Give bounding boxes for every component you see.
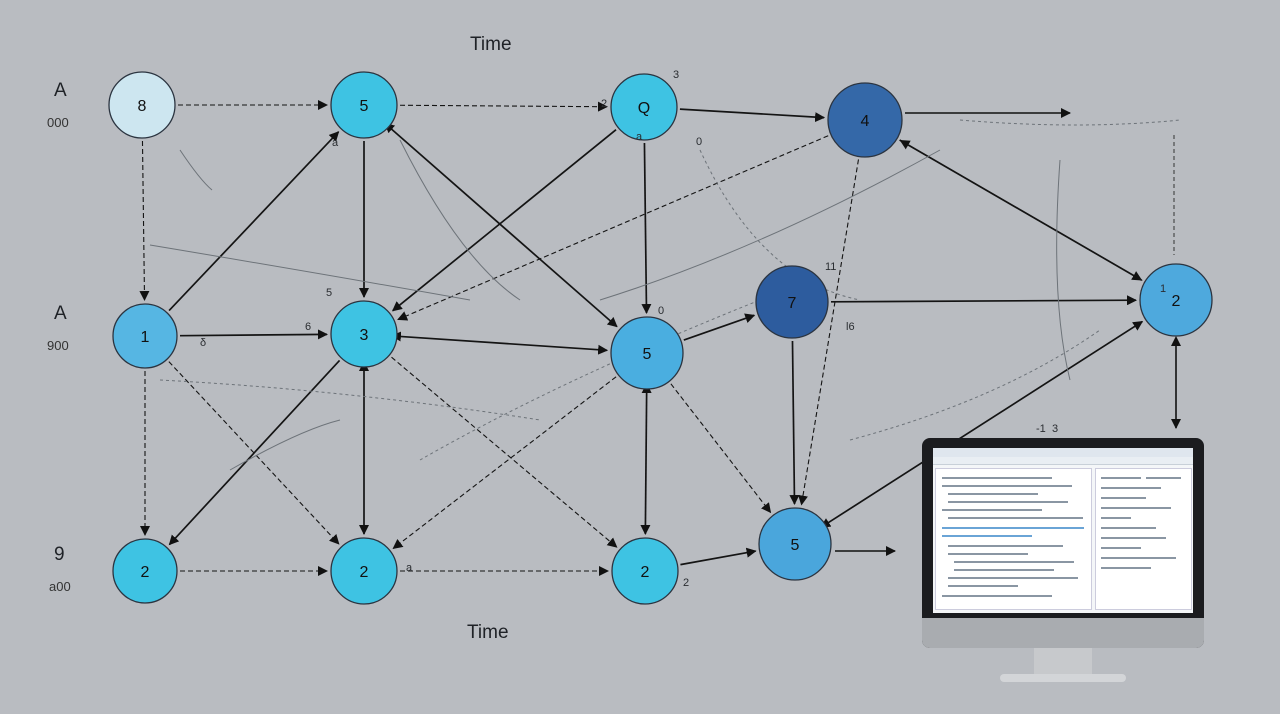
node-label: 7 — [788, 295, 797, 312]
node-nQ: Q — [611, 74, 677, 140]
annotation-text: 0 — [658, 305, 664, 317]
sketch-stroke — [150, 245, 470, 300]
row2-letter: A — [54, 303, 67, 325]
sketch-stroke — [400, 140, 520, 300]
monitor-stand — [1000, 674, 1126, 682]
node-label: 3 — [360, 327, 369, 344]
edge-n3-n2c — [392, 357, 617, 547]
node-label: 8 — [138, 98, 147, 115]
node-n3: 3 — [331, 301, 397, 367]
sketch-stroke — [1057, 160, 1070, 380]
sketch-stroke — [420, 300, 760, 460]
row2-number: 900 — [47, 338, 69, 353]
edge-n3-n5b — [400, 336, 607, 350]
node-n1: 1 — [113, 304, 177, 368]
annotation-text: 3 — [673, 69, 679, 81]
node-n8: 8 — [109, 72, 175, 138]
screen-side-panel — [1095, 468, 1192, 610]
annotation-text: 2 — [683, 577, 689, 589]
edge-n5a-nQ — [400, 105, 607, 106]
node-n2a: 2 — [113, 539, 177, 603]
computer-monitor — [922, 438, 1204, 683]
annotation-text: 1 — [1160, 283, 1166, 295]
edge-n2c-n5c — [680, 551, 755, 565]
node-label: 5 — [643, 346, 652, 363]
node-label: 5 — [360, 98, 369, 115]
edge-n5a-n5b — [391, 129, 617, 327]
edge-n5b-n2b — [393, 377, 616, 549]
node-n5b: 5 — [611, 317, 683, 389]
edge-nQ-n3 — [393, 130, 616, 311]
annotation-text: 5 — [326, 287, 332, 299]
node-n5c: 5 — [759, 508, 831, 580]
node-label: 5 — [791, 537, 800, 554]
annotation-text: a — [636, 131, 643, 143]
edge-n5b-n7 — [684, 315, 754, 340]
node-label: 1 — [141, 329, 150, 346]
monitor-screen — [933, 448, 1193, 613]
screen-code-pane — [935, 468, 1092, 610]
node-n5a: 5 — [331, 72, 397, 138]
edge-nQ-n5b — [644, 143, 646, 313]
edge-n5b-n2c — [645, 392, 646, 534]
screen-titlebar — [933, 448, 1193, 457]
row1-number: 000 — [47, 115, 69, 130]
edge-n1-n3 — [180, 334, 327, 335]
edge-n2r-n4 — [900, 141, 1142, 281]
annotation-text: 11 — [825, 261, 836, 273]
edge-n5b-n5c — [671, 384, 771, 513]
node-n7: 7 — [756, 266, 828, 338]
edge-n7-n2r — [831, 300, 1136, 302]
sketch-stroke — [960, 120, 1180, 125]
monitor-neck — [1034, 648, 1092, 676]
node-label: 4 — [861, 113, 870, 130]
bottom-axis-title: Time — [467, 622, 509, 644]
node-label: 2 — [141, 564, 150, 581]
annotation-text: 3 — [1052, 423, 1058, 435]
sketch-stroke — [180, 150, 212, 190]
sketch-stroke — [850, 330, 1100, 440]
annotation-text: 2 — [601, 98, 607, 110]
edge-nQ-n4 — [680, 109, 824, 117]
annotation-text: 0 — [696, 136, 702, 148]
annotation-text: l6 — [846, 321, 855, 333]
annotation-text: a — [332, 137, 339, 149]
screen-toolbar — [933, 457, 1193, 465]
edge-n8-n1 — [142, 141, 144, 300]
monitor-chin — [922, 618, 1204, 648]
row3-number: a00 — [49, 579, 71, 594]
node-n2b: 2 — [331, 538, 397, 604]
node-label: 2 — [360, 564, 369, 581]
node-n2c: 2 — [612, 538, 678, 604]
row1-letter: A — [54, 80, 67, 102]
node-label: 2 — [641, 564, 650, 581]
node-label: 2 — [1172, 293, 1181, 310]
node-n2r: 2 — [1140, 264, 1212, 336]
node-n4: 4 — [828, 83, 902, 157]
annotation-text: 6 — [305, 321, 311, 333]
row3-letter: 9 — [54, 544, 65, 566]
annotation-text: δ — [200, 337, 206, 349]
edge-n1-n5a — [169, 132, 338, 311]
top-axis-title: Time — [470, 34, 512, 56]
annotation-text: a — [406, 562, 413, 574]
annotation-text: -1 — [1036, 423, 1046, 435]
node-label: Q — [638, 100, 650, 117]
sketch-stroke — [160, 380, 540, 420]
edge-n7-n5c — [792, 341, 794, 504]
